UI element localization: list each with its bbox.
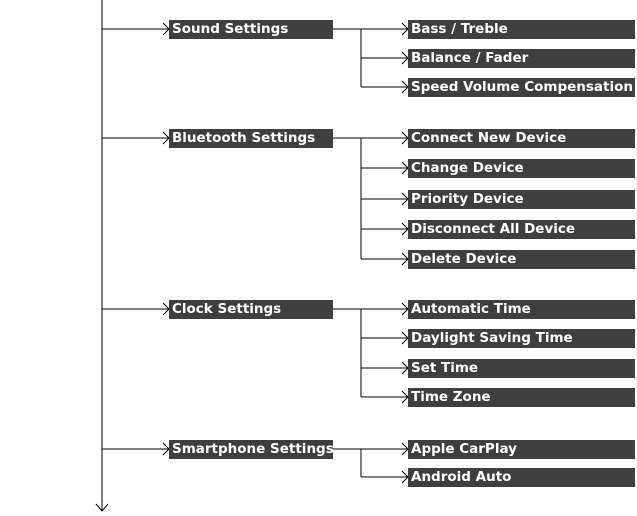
menu-item-1-0[interactable]: Connect New Device bbox=[408, 129, 635, 148]
menu-item-1-1[interactable]: Change Device bbox=[408, 159, 635, 178]
menu-group-3[interactable]: Smartphone Settings bbox=[169, 440, 333, 459]
menu-item-2-1[interactable]: Daylight Saving Time bbox=[408, 329, 635, 348]
menu-group-1[interactable]: Bluetooth Settings bbox=[169, 129, 333, 148]
menu-item-2-2[interactable]: Set Time bbox=[408, 359, 635, 378]
menu-item-1-3[interactable]: Disconnect All Device bbox=[408, 220, 635, 239]
menu-item-2-3[interactable]: Time Zone bbox=[408, 388, 635, 407]
menu-item-3-1[interactable]: Android Auto bbox=[408, 468, 635, 487]
menu-item-1-2[interactable]: Priority Device bbox=[408, 190, 635, 209]
menu-item-1-4[interactable]: Delete Device bbox=[408, 250, 635, 269]
menu-item-0-0[interactable]: Bass / Treble bbox=[408, 20, 635, 39]
menu-item-0-2[interactable]: Speed Volume Compensation bbox=[408, 78, 635, 97]
trunk-arrow-head bbox=[95, 503, 109, 512]
menu-group-0[interactable]: Sound Settings bbox=[169, 20, 333, 39]
menu-item-2-0[interactable]: Automatic Time bbox=[408, 300, 635, 319]
menu-group-2[interactable]: Clock Settings bbox=[169, 300, 333, 319]
menu-item-0-1[interactable]: Balance / Fader bbox=[408, 49, 635, 68]
menu-item-3-0[interactable]: Apple CarPlay bbox=[408, 440, 635, 459]
